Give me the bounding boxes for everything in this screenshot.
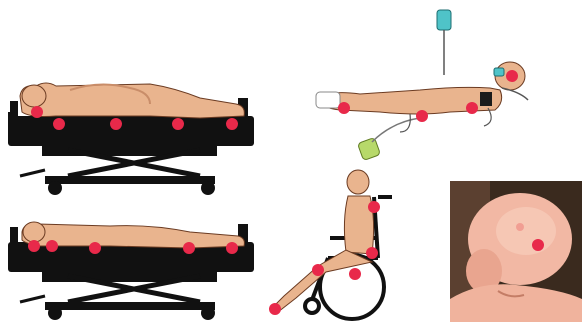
pressure-point xyxy=(183,242,195,254)
pressure-point xyxy=(28,240,40,252)
pressure-point xyxy=(53,118,65,130)
pressure-point xyxy=(368,201,380,213)
pressure-point xyxy=(466,102,478,114)
pressure-point xyxy=(349,268,361,280)
pressure-point xyxy=(366,247,378,259)
pressure-point xyxy=(110,118,122,130)
seated-body-icon xyxy=(272,170,374,312)
pressure-point xyxy=(506,70,518,82)
pressure-point xyxy=(172,118,184,130)
infant-head-photo xyxy=(450,181,582,322)
pressure-point xyxy=(226,118,238,130)
pressure-injury-spot xyxy=(532,239,544,251)
pressure-point xyxy=(226,242,238,254)
top-bed-group xyxy=(8,83,254,195)
pressure-point xyxy=(89,242,101,254)
drainage-bag-icon xyxy=(357,118,420,161)
pressure-point xyxy=(46,240,58,252)
pressure-point xyxy=(31,106,43,118)
pressure-point xyxy=(269,303,281,315)
neonate-group xyxy=(316,10,528,161)
bottom-bed-group xyxy=(8,222,254,320)
pressure-point xyxy=(338,102,350,114)
wheelchair-group xyxy=(269,170,392,319)
supine-body-icon xyxy=(20,83,244,118)
pressure-point xyxy=(312,264,324,276)
pressure-point xyxy=(416,110,428,122)
iv-bag-icon xyxy=(437,10,451,75)
